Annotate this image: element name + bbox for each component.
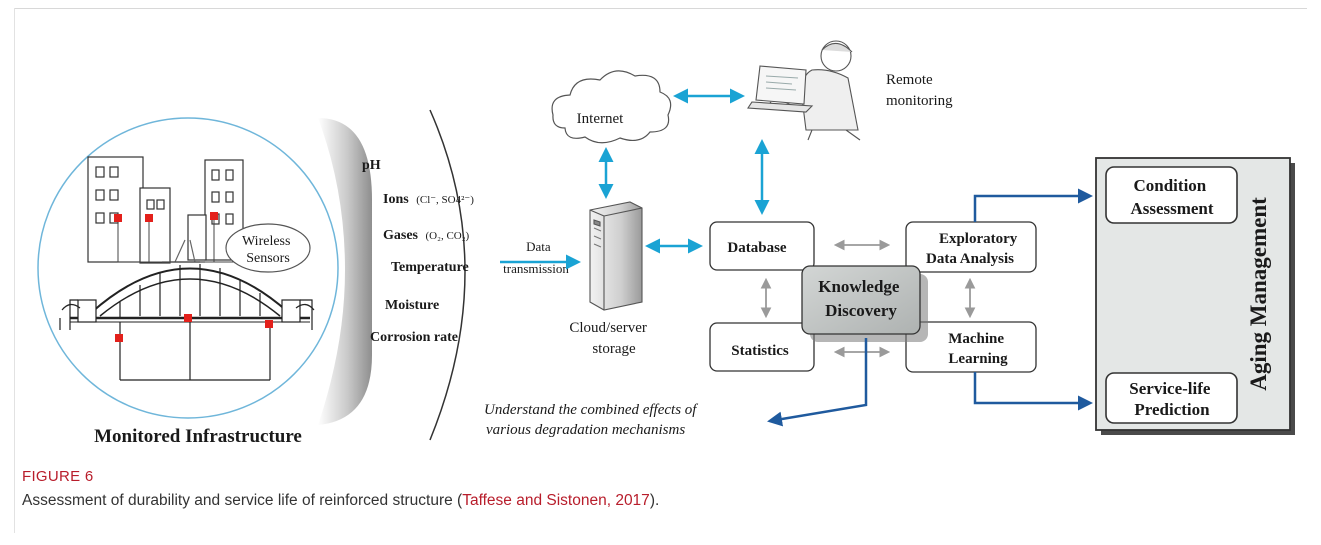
sensor-marker — [145, 214, 153, 222]
service-life-label: Prediction — [1134, 400, 1210, 419]
durability-diagram: Wireless Sensors Monitored Infrastructur… — [37, 40, 1295, 447]
param-corrosion: Corrosion rate — [370, 330, 458, 345]
remote-monitoring-label: Remote — [886, 72, 933, 88]
caption-text: Assessment of durability and service lif… — [22, 492, 1302, 510]
wireless-sensors-label: Wireless — [242, 234, 290, 249]
service-life-box — [1105, 372, 1238, 424]
condition-assessment-box — [1105, 166, 1238, 224]
svg-text:Condition Assessment: Condition Assessment — [1130, 176, 1213, 218]
cloud-storage-label: Cloud/server — [569, 320, 646, 336]
svg-text:Data transmission: Data transmission — [503, 239, 569, 276]
ml-to-service-life-arrow — [973, 372, 1093, 411]
remote-monitoring-label: monitoring — [886, 93, 953, 109]
sensor-marker — [265, 320, 273, 328]
sensor-wiring — [117, 217, 266, 263]
understand-label: various degradation mechanisms — [486, 422, 685, 438]
svg-text:Service-life Predictio: Service-life Prediction — [1129, 379, 1214, 419]
machine-learning-box: Machine Learning — [905, 321, 1037, 373]
svg-text:Wireless Sensors: Wireless Sensors — [242, 234, 294, 266]
param-moisture: Moisture — [385, 298, 439, 313]
understand-label: Understand the combined effects of — [484, 402, 698, 418]
wireless-sensors-label: Sensors — [246, 251, 290, 266]
top-rule — [14, 8, 1307, 9]
param-gases-detail: (O₂, CO₂) — [426, 230, 470, 242]
aging-management-label: Aging Management — [1246, 197, 1271, 391]
left-building-icon — [87, 156, 171, 264]
monitored-infrastructure-label: Monitored Infrastructure — [94, 426, 302, 447]
statistics-box: Statistics — [709, 322, 815, 372]
condition-assessment-label: Condition — [1134, 176, 1207, 195]
person-laptop-icon — [747, 40, 861, 141]
svg-text:Knowledge Discovery: Knowledge Discovery — [818, 277, 903, 320]
statistics-label: Statistics — [731, 343, 789, 359]
left-rule — [14, 8, 15, 533]
aging-management-panel: Condition Assessment Service-life Predic… — [1095, 157, 1295, 435]
param-ions-detail: (Cl⁻, SO4²⁻) — [416, 194, 474, 206]
exploratory-label: Exploratory — [939, 231, 1018, 247]
knowledge-discovery-label: Knowledge — [818, 277, 900, 296]
server-tower-icon — [589, 201, 643, 311]
exploratory-to-condition-arrow — [973, 188, 1093, 222]
svg-text:Cloud/server storage: Cloud/server storage — [569, 320, 650, 357]
param-temperature: Temperature — [391, 260, 469, 275]
parameter-crescent — [318, 118, 372, 425]
parameter-bracket-arc — [429, 109, 466, 441]
data-transmission-label: transmission — [503, 261, 569, 276]
svg-text:Understand the combined effect: Understand the combined effects of vario… — [484, 402, 700, 438]
svg-text:Remote monitoring: Remote monitoring — [886, 72, 953, 109]
svg-text:Ions (Cl⁻, SO4²⁻): Ions (Cl⁻, SO4²⁻) — [383, 192, 474, 207]
internet-cloud-icon: Internet — [551, 70, 672, 144]
kd-to-understand-arrow — [767, 338, 868, 427]
wireless-sensors-bubble — [225, 223, 311, 273]
service-life-label: Service-life — [1129, 379, 1211, 398]
exploratory-box: Exploratory Data Analysis — [905, 221, 1037, 273]
figure-caption: FIGURE 6 Assessment of durability and se… — [22, 468, 1302, 510]
knowledge-discovery-label: Discovery — [825, 301, 897, 320]
param-ions: Ions — [383, 192, 409, 207]
condition-assessment-label: Assessment — [1130, 199, 1213, 218]
database-box: Database — [709, 221, 815, 271]
sensor-marker — [184, 314, 192, 322]
param-gases: Gases — [383, 228, 419, 243]
sensor-marker — [114, 214, 122, 222]
machine-learning-label: Learning — [948, 351, 1008, 367]
svg-text:Machine Learning: Machine Learning — [948, 331, 1008, 367]
exploratory-label: Data Analysis — [926, 251, 1014, 267]
database-label: Database — [727, 240, 787, 256]
caption-text-after: ). — [649, 492, 660, 509]
parameter-list: pH Ions (Cl⁻, SO4²⁻) Gases (O₂, CO₂) Tem… — [362, 158, 474, 345]
figure-label: FIGURE 6 — [22, 468, 94, 485]
svg-text:Gases (O₂, CO₂): Gases (O₂, CO₂) — [383, 228, 470, 243]
machine-learning-label: Machine — [948, 331, 1004, 347]
knowledge-discovery-box: Knowledge Discovery — [801, 265, 928, 342]
internet-label: Internet — [577, 111, 624, 127]
monitored-infrastructure-group: Wireless Sensors Monitored Infrastructur… — [37, 109, 466, 447]
data-transmission-label: Data — [526, 239, 551, 254]
cloud-storage-label: storage — [592, 341, 636, 357]
citation-link[interactable]: Taffese and Sistonen, 2017 — [462, 492, 650, 509]
sensor-marker — [115, 334, 123, 342]
caption-text-before: Assessment of durability and service lif… — [22, 492, 463, 509]
param-ph: pH — [362, 158, 381, 173]
sensor-marker — [210, 212, 218, 220]
svg-text:Exploratory Data Analy: Exploratory Data Analysis — [926, 231, 1021, 267]
